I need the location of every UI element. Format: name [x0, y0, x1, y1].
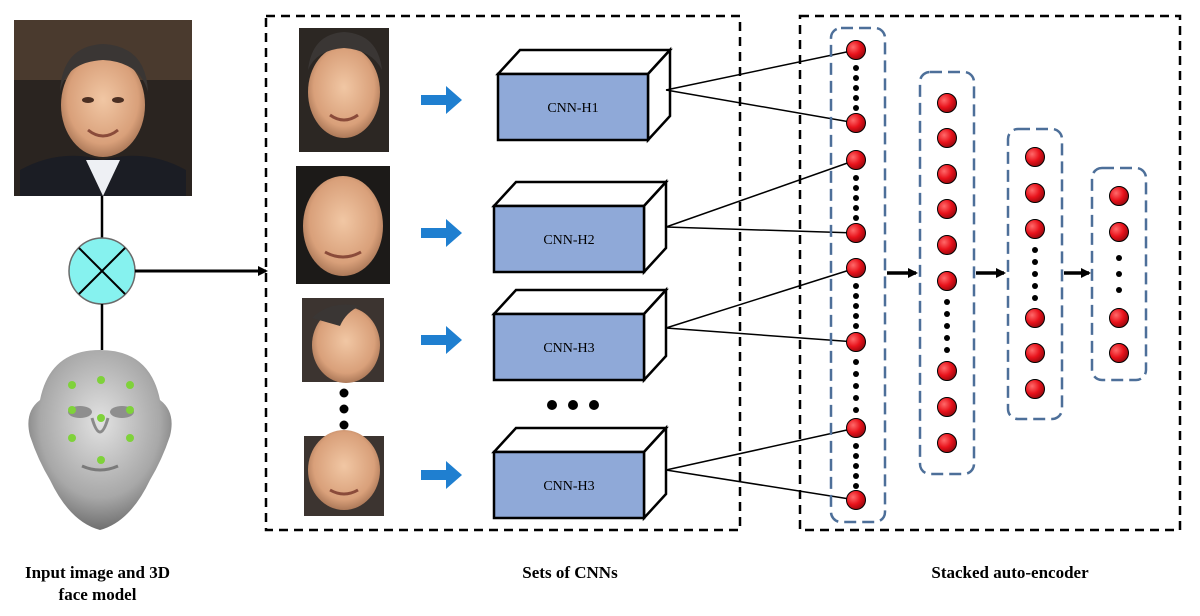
caption-cnns: Sets of CNNs: [522, 563, 618, 582]
face-crop-1: [299, 28, 389, 152]
cnn-label-3: CNN-H3: [543, 341, 594, 356]
layer-groups: [829, 26, 1148, 524]
cnn-block-1: CNN-H1: [495, 46, 673, 144]
cnn-ellipsis: [547, 400, 599, 410]
layer-4-dots: [1116, 255, 1122, 293]
caption-autoencoder: Stacked auto-encoder: [931, 563, 1089, 582]
layer-2-dots: [944, 299, 950, 353]
cnn-label-1: CNN-H1: [547, 101, 598, 116]
face-crop-3: [302, 298, 384, 383]
layer-3-dots: [1032, 247, 1038, 301]
3d-face-model-icon: [28, 350, 172, 530]
cnn-label-2: CNN-H2: [543, 233, 594, 248]
cnn-set-box: [264, 14, 742, 532]
blue-arrows: [421, 86, 462, 489]
input-face-photo: [14, 20, 192, 196]
cnn-block-2: CNN-H2: [491, 178, 669, 276]
cnn-block-3: CNN-H3: [491, 286, 669, 384]
cnn-block-4: CNN-H3: [491, 424, 669, 522]
face-crop-ellipsis: [339, 388, 349, 430]
multiply-circle-icon: [68, 237, 136, 305]
cnn-to-layer1-connections: [665, 49, 857, 501]
layer-3-nodes: [1025, 147, 1045, 399]
layer-1-nodes: [846, 40, 866, 510]
face-crop-2: [296, 166, 390, 284]
layer-2-nodes: [937, 93, 957, 453]
caption-input: Input image and 3D face model: [24, 563, 170, 604]
face-crop-4: [304, 430, 384, 516]
autoencoder-box: [798, 14, 1182, 532]
cnn-label-4: CNN-H3: [543, 479, 594, 494]
layer-1-dots: [853, 65, 859, 489]
layer-4-nodes: [1109, 186, 1129, 363]
